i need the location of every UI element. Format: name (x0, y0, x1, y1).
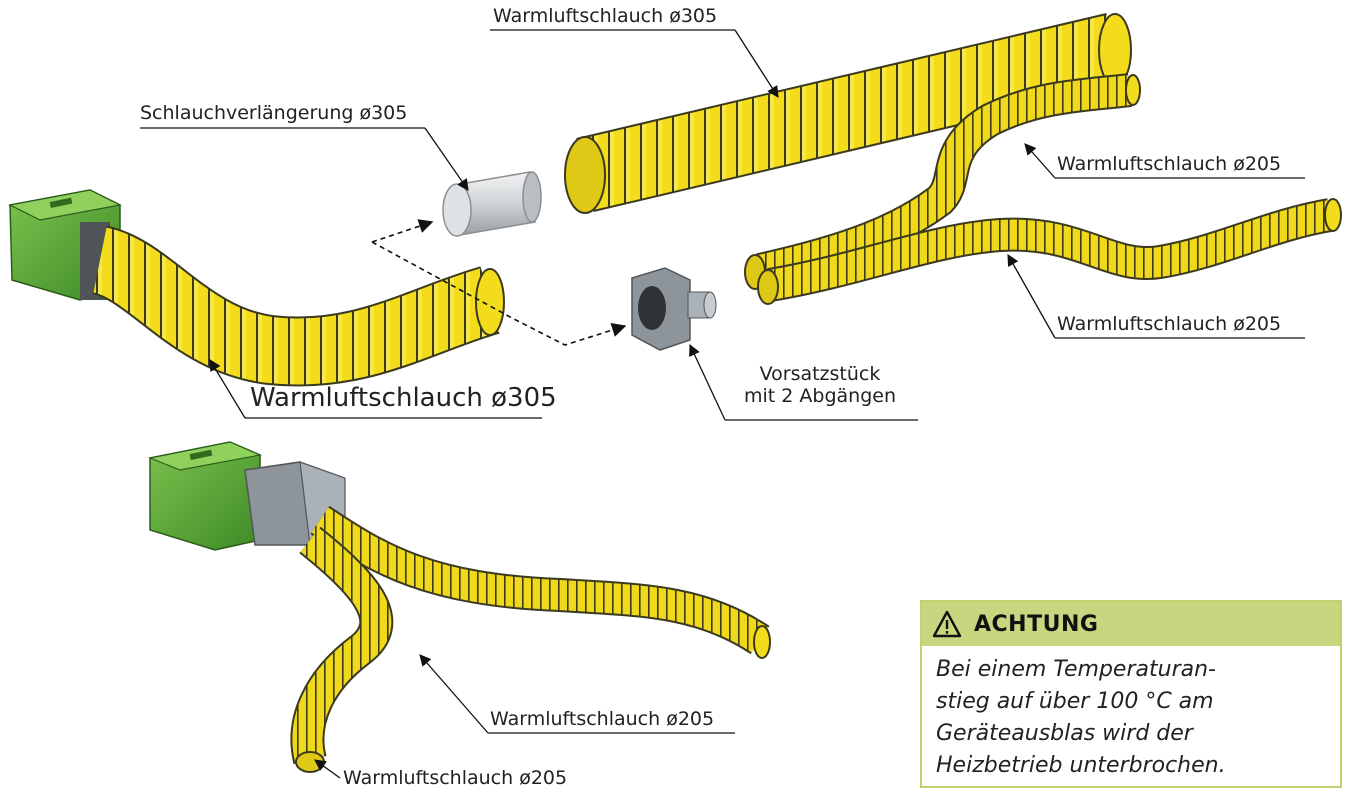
label-hose-205-lower: Warmluftschlauch ø205 (1057, 314, 1281, 336)
hose-extension-sleeve (443, 172, 541, 236)
warning-box: ACHTUNG Bei einem Temperaturan- stieg au… (920, 600, 1342, 788)
label-hose-305-main: Warmluftschlauch ø305 (250, 384, 557, 414)
warning-line: Heizbetrieb unterbrochen. (936, 750, 1326, 782)
label-hose-205-bottom-mid: Warmluftschlauch ø205 (490, 709, 714, 731)
label-extension-305: Schlauchverlängerung ø305 (140, 103, 407, 125)
warning-triangle-icon (932, 609, 962, 639)
warning-header: ACHTUNG (922, 602, 1340, 646)
heater-bottom (80, 442, 345, 550)
label-hose-205-upper: Warmluftschlauch ø205 (1057, 154, 1281, 176)
label-adapter: Vorsatzstück mit 2 Abgängen (725, 364, 915, 408)
warning-title: ACHTUNG (974, 612, 1098, 637)
warning-text: Bei einem Temperaturan- stieg auf über 1… (922, 646, 1340, 782)
label-hose-305-top: Warmluftschlauch ø305 (493, 6, 717, 28)
warning-line: Geräteausblas wird der (936, 718, 1326, 750)
warning-line: stieg auf über 100 °C am (936, 686, 1326, 718)
adapter-two-outlets (632, 268, 716, 350)
label-adapter-line1: Vorsatzstück (725, 364, 915, 386)
warning-line: Bei einem Temperaturan- (936, 654, 1326, 686)
hose-205-bottom-pair (296, 520, 770, 772)
label-hose-205-bottom-left: Warmluftschlauch ø205 (343, 768, 567, 790)
label-adapter-line2: mit 2 Abgängen (725, 386, 915, 408)
hose-305-bent (100, 260, 504, 352)
